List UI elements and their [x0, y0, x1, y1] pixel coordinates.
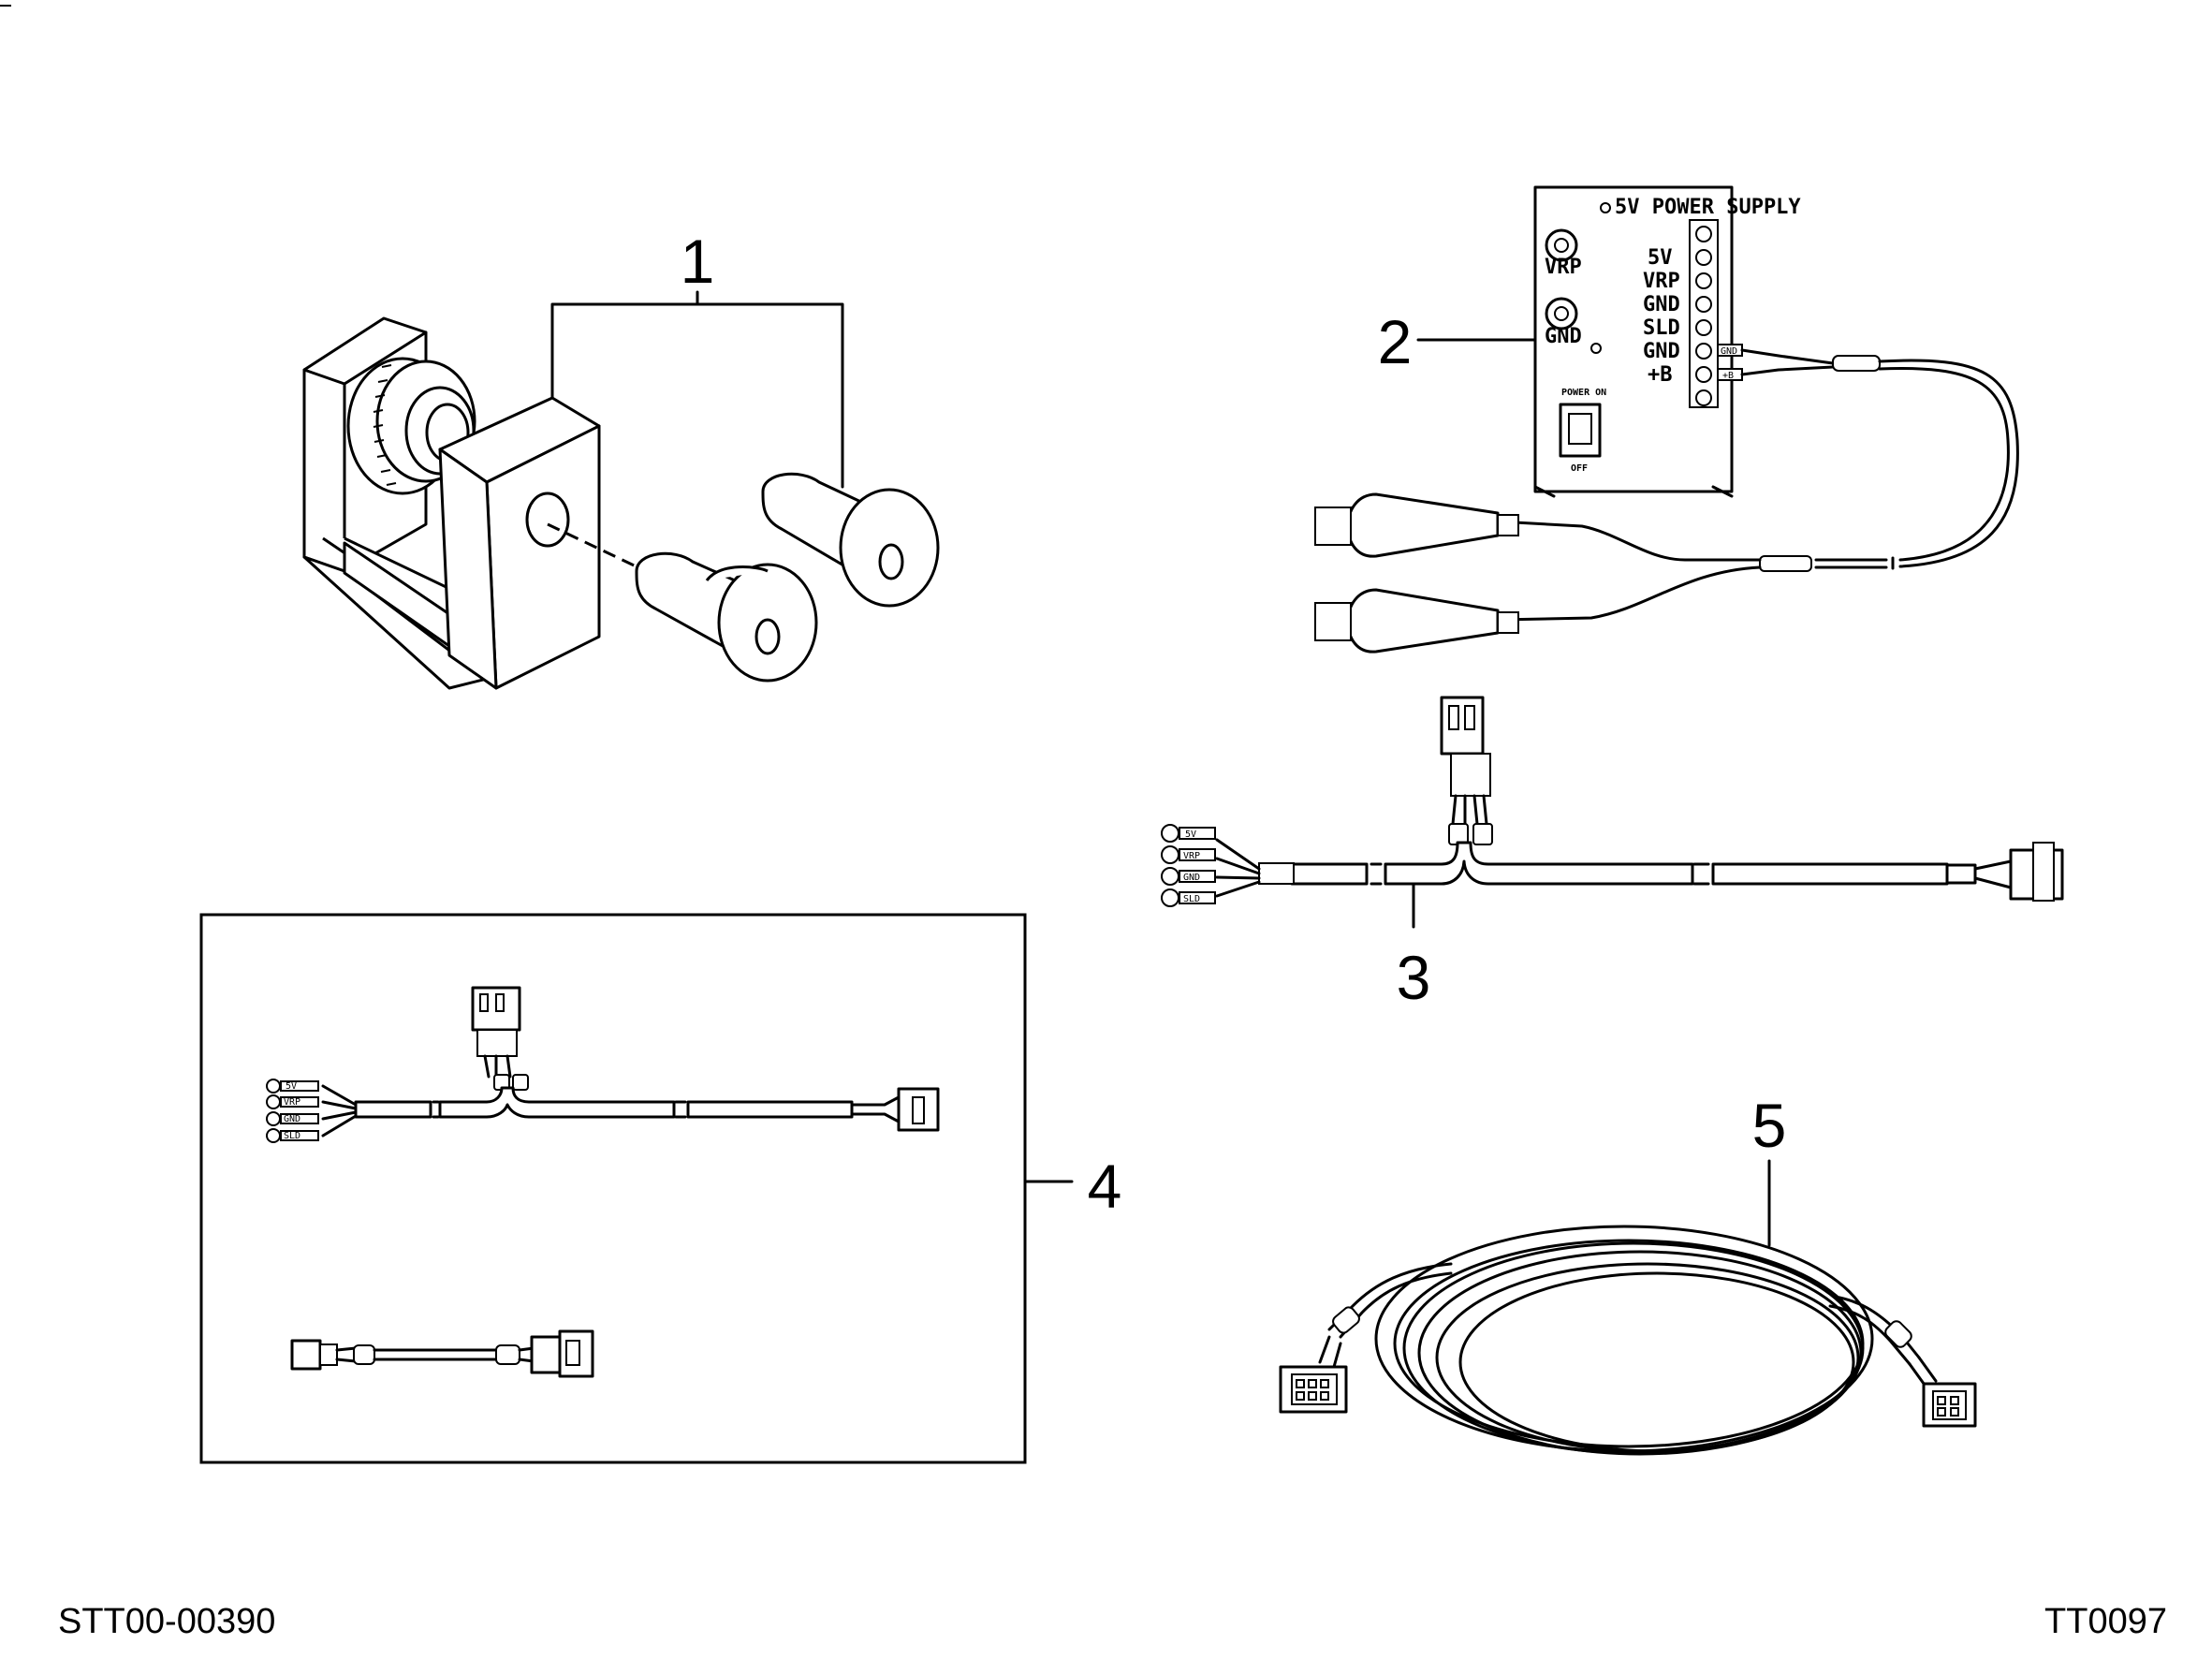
harness4-tag-5v: 5V [286, 1081, 297, 1092]
switch-label-on: POWER ON [1561, 388, 1606, 398]
item-1-sensor-bracket: 1 [302, 227, 940, 690]
harness3-tag-5v: 5V [1185, 830, 1196, 840]
callout-1: 1 [681, 227, 715, 296]
harness3-tag-vrp: VRP [1183, 851, 1200, 861]
footer-right-code: TT0097 [2044, 1602, 2167, 1641]
switch-label-off: OFF [1571, 463, 1588, 474]
terminal-label-vrp: VRP [1643, 270, 1680, 293]
jack-label-gnd: GND [1545, 325, 1582, 348]
callout-3: 3 [1397, 943, 1431, 1012]
callout-2: 2 [1378, 307, 1413, 376]
jack-label-vrp: VRP [1545, 256, 1582, 279]
harness4-tag-sld: SLD [284, 1131, 300, 1141]
terminal-label-b: +B [1648, 363, 1673, 387]
item-2-power-supply: 2 5V POWER SUPPLY VRP GND 5V VRP GND SLD… [1314, 185, 2019, 653]
lead-tag-gnd: GND [1721, 346, 1737, 357]
terminal-label-gnd: GND [1643, 293, 1680, 316]
footer-left-code: STT00-00390 [58, 1602, 275, 1641]
harness4-tag-vrp: VRP [284, 1097, 300, 1108]
harness4-tag-gnd: GND [284, 1114, 300, 1124]
callout-4: 4 [1088, 1152, 1122, 1221]
item-3-harness: 5V VRP GND SLD 3 [1161, 696, 2064, 1012]
power-supply-title: 5V POWER SUPPLY [1615, 196, 1801, 219]
harness3-tag-sld: SLD [1183, 894, 1200, 904]
item-4-harness-kit: 4 5V VRP GND SLD [199, 913, 1122, 1464]
harness3-tag-gnd: GND [1183, 873, 1200, 883]
callout-5: 5 [1752, 1091, 1787, 1160]
terminal-label-5v: 5V [1648, 246, 1673, 270]
item-5-extension-cable: 5 [1279, 1091, 1977, 1456]
terminal-label-sld: SLD [1643, 316, 1680, 340]
terminal-label-gnd-2: GND [1643, 340, 1680, 363]
lead-tag-b: +B [1722, 371, 1734, 381]
